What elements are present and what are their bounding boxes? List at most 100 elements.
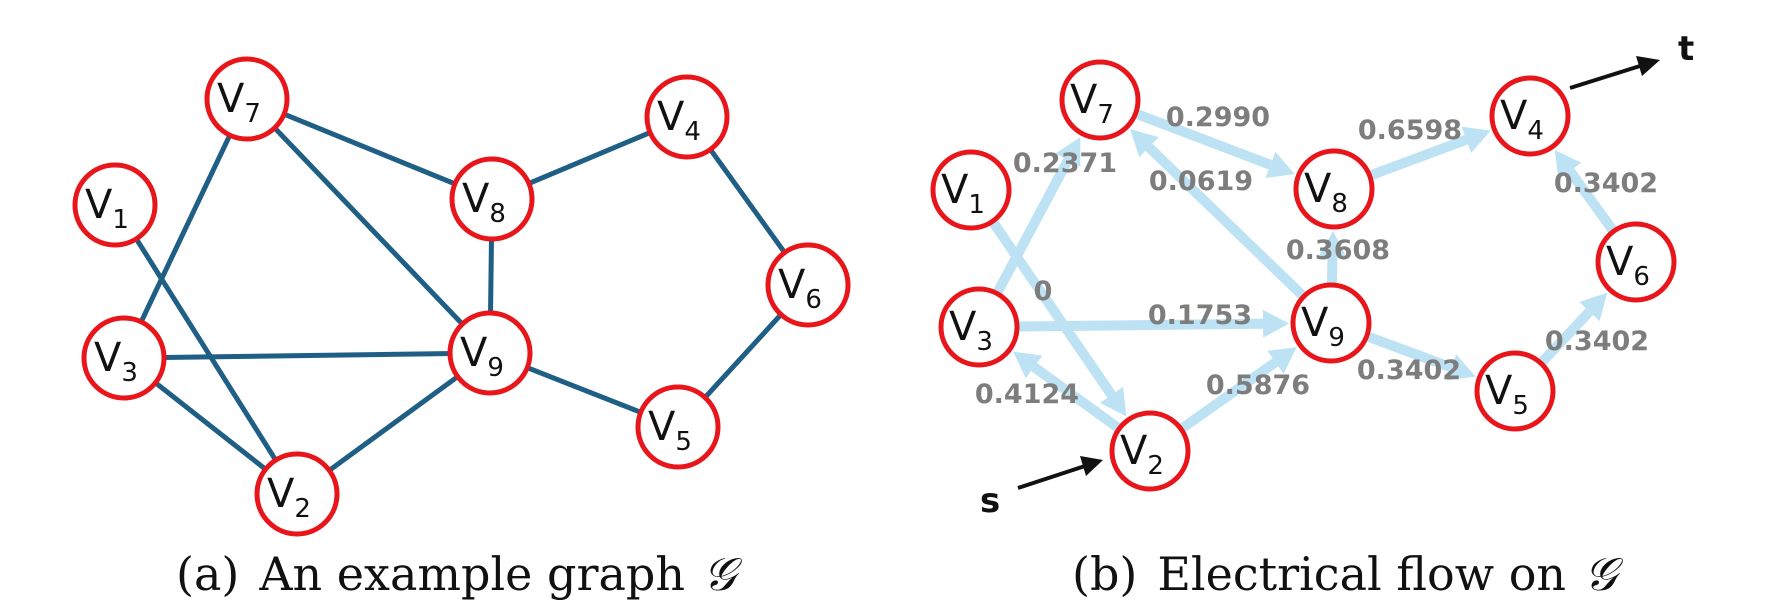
panel-a-node-label: V8 [462,176,506,229]
panel-b-node-v7: V7 [1059,59,1141,141]
flow-value-v3-v9: 0.1753 [1148,300,1252,331]
panel-a-caption-text: An example graph [258,547,685,601]
panel-b-graph-symbol: 𝒢 [1584,547,1624,601]
flow-edge-v1-v2 [989,220,1116,398]
flow-arrowhead-v2-v3 [1013,351,1043,379]
panel-b-node-v9: V9 [1290,282,1372,364]
panel-b-node-label: V7 [1070,77,1114,130]
flow-arrowhead-v2-v9 [1267,347,1297,374]
panel-b-node-circle [1293,148,1375,230]
panel-a-node-v6: V6 [765,242,851,328]
flow-edge-v3-v7 [993,157,1073,295]
flow-arrowhead-v1-v2 [1099,387,1127,417]
panel-b-node-circle [1595,221,1677,303]
panel-a-node-circle [81,315,167,401]
panel-b-node-circle [1290,282,1372,364]
panel-b-node-label: V3 [949,304,993,357]
edge-v1-v2 [112,203,300,496]
flow-value-v7-v8: 0.2990 [1166,102,1270,133]
panel-b-node-circle [1489,75,1571,157]
panel-a-node-label: V9 [460,330,504,383]
panel-b-node-circle [1474,350,1556,432]
panel-b-node-label: V1 [941,167,985,220]
edge-v7-v9 [245,97,492,355]
sink-label: t [1678,29,1694,69]
flow-edge-v2-v9 [1179,358,1279,432]
panel-a-node-circle [447,310,533,396]
panel-a-node-v5: V5 [635,384,721,470]
panel-b-node-v2: V2 [1109,410,1191,492]
flow-value-v8-v4: 0.6598 [1358,115,1462,146]
panel-b-node-circle [1059,59,1141,141]
flow-arrowhead-v9-v7 [1130,129,1159,158]
panel-a-node-label: V1 [85,182,129,235]
flow-arrowhead-v5-v6 [1579,292,1608,322]
panel-b-node-v6: V6 [1595,221,1677,303]
flow-arrowhead-v3-v9 [1262,309,1290,338]
panel-a-node-circle [765,242,851,328]
panel-a-graph-symbol: 𝒢 [703,547,743,601]
panel-a-node-circle [449,156,535,242]
panel-b-node-label: V5 [1485,368,1529,421]
flow-edge-v5-v6 [1538,308,1594,366]
source-arrowhead [1080,456,1103,476]
panel-b-node-v5: V5 [1474,350,1556,432]
source-arrow-line [1017,464,1086,490]
panel-a-node-v9: V9 [447,310,533,396]
flow-value-v2-v3: 0.4124 [975,379,1079,410]
sink-arrowhead [1636,56,1660,76]
edge-v7-v3 [121,97,250,360]
panel-a-node-label: V7 [217,76,261,129]
flow-value-v6-v4: 0.3402 [1554,168,1658,199]
panel-b-node-circle [930,149,1012,231]
flow-edge-v7-v8 [1135,109,1273,170]
flow-value-v1-v2: 0 [1034,276,1053,307]
panel-a-node-label: V5 [648,404,692,457]
panel-a-node-label: V2 [267,471,311,524]
flow-edge-v3-v9 [1018,318,1264,332]
flow-value-v9-v5: 0.3402 [1357,355,1461,386]
panel-b-node-label: V6 [1606,239,1650,292]
panel-b-node-label: V2 [1120,428,1164,481]
flow-arrowhead-v7-v8 [1265,151,1295,178]
source-label: s [980,481,1000,521]
panel-a-node-label: V4 [657,94,701,147]
panel-b-node-circle [1109,410,1191,492]
edge-v7-v8 [246,96,493,202]
panel-b-caption: (b) Electrical flow on 𝒢 [1072,547,1624,601]
sink-arrow-line [1569,64,1641,90]
panel-b-node-label: V8 [1304,166,1348,219]
flow-value-v9-v7: 0.0619 [1149,166,1253,197]
panel-b-flow-edges [989,109,1617,432]
panel-b-node-label: V9 [1301,300,1345,353]
flow-edge-v2-v3 [1031,362,1121,432]
panel-b-node-v8: V8 [1293,148,1375,230]
panel-a-caption: (a) An example graph 𝒢 [176,547,743,601]
flow-edge-v9-v5 [1366,332,1453,373]
panel-b-node-v3: V3 [938,286,1020,368]
panel-a-node-v3: V3 [81,315,167,401]
flow-value-v5-v6: 0.3402 [1545,326,1649,357]
flow-edge-v9-v7 [1145,143,1306,299]
panel-a-node-circle [72,162,158,248]
flow-arrowhead-v3-v7 [1055,137,1081,167]
flow-edge-v9-v8 [1326,256,1338,284]
panel-a-node-v7: V7 [204,56,290,142]
flow-value-v3-v7: 0.2371 [1013,148,1117,179]
panel-b-caption-prefix: (b) [1072,547,1137,601]
flow-value-v2-v9: 0.5876 [1206,370,1310,401]
edge-v3-v9 [123,350,491,361]
panel-a-node-v8: V8 [449,156,535,242]
flow-edge-v8-v4 [1369,135,1469,180]
panel-b-node-circle [938,286,1020,368]
panel-a-node-v4: V4 [644,74,730,160]
flow-edge-v6-v4 [1565,168,1617,233]
panel-a-caption-prefix: (a) [176,547,239,601]
panel-a-node-circle [635,384,721,470]
panel-a-node-v1: V1 [72,162,158,248]
